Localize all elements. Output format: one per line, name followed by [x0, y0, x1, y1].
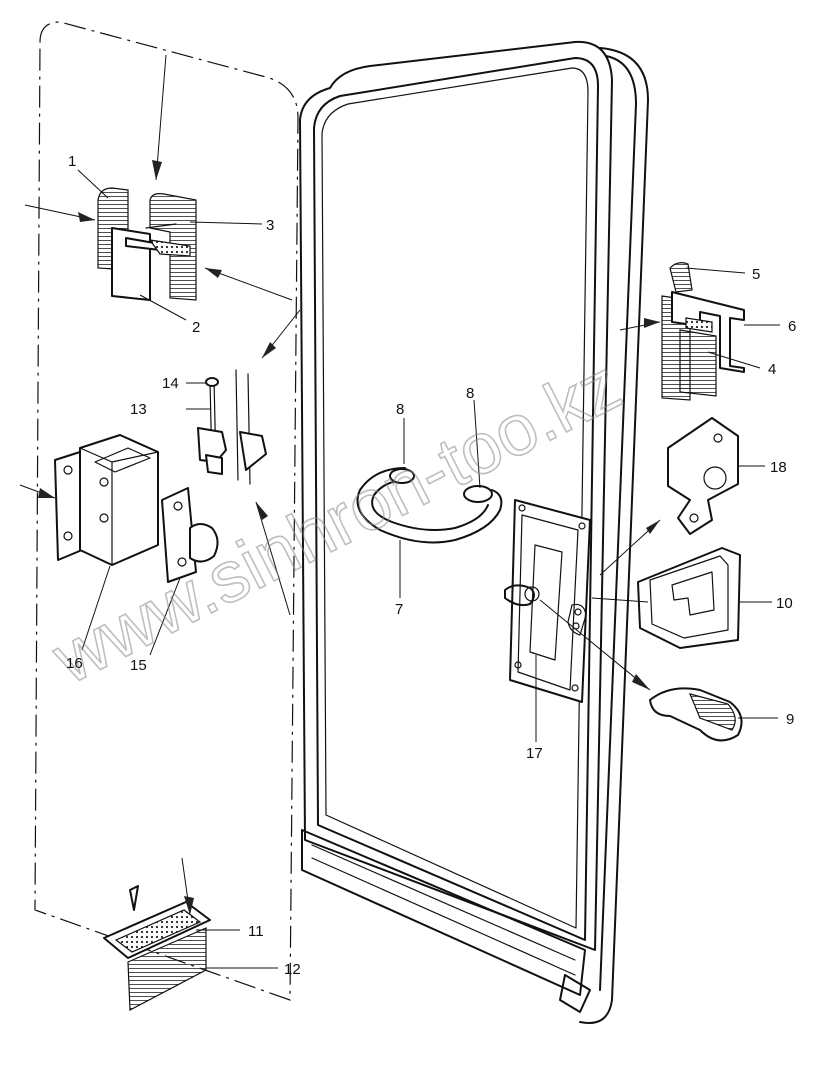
- callout-17: 17: [526, 745, 543, 762]
- callout-15: 15: [130, 657, 147, 674]
- callout-5: 5: [752, 266, 760, 283]
- striker-plate: [161, 487, 219, 583]
- callout-labels: 1 2 3 4 5 6 7 8 8 9 10 11 12 13 14 15 16…: [66, 153, 796, 978]
- door-seal-profile-side: [661, 262, 745, 401]
- assembly-arrows: [19, 54, 661, 916]
- door-body: [299, 40, 649, 1024]
- callout-11: 11: [248, 923, 264, 940]
- outer-handle: [649, 687, 743, 742]
- door-seal-profile-top: [97, 187, 197, 301]
- grab-handle: [356, 467, 503, 544]
- callout-16: 16: [66, 655, 83, 672]
- callout-9: 9: [786, 711, 794, 728]
- callout-18: 18: [770, 459, 787, 476]
- callout-2: 2: [192, 319, 200, 336]
- lock-housing: [637, 547, 741, 649]
- callout-12: 12: [284, 961, 301, 978]
- hook-latch: [667, 417, 739, 535]
- callout-7: 7: [395, 601, 403, 618]
- callout-4: 4: [768, 361, 776, 378]
- catch-box: [54, 434, 159, 566]
- threshold-strip: [103, 885, 211, 1011]
- screw-bracket: [197, 369, 267, 485]
- leader-lines: [77, 169, 780, 969]
- callout-8b: 8: [466, 385, 474, 402]
- callout-13: 13: [130, 401, 147, 418]
- callout-1: 1: [68, 153, 76, 170]
- callout-6: 6: [788, 318, 796, 335]
- callout-10: 10: [776, 595, 793, 612]
- inner-door-panel: [34, 21, 299, 1001]
- callout-3: 3: [266, 217, 274, 234]
- callout-8a: 8: [396, 401, 404, 418]
- lock-plate: [504, 499, 591, 703]
- callout-14: 14: [162, 375, 179, 392]
